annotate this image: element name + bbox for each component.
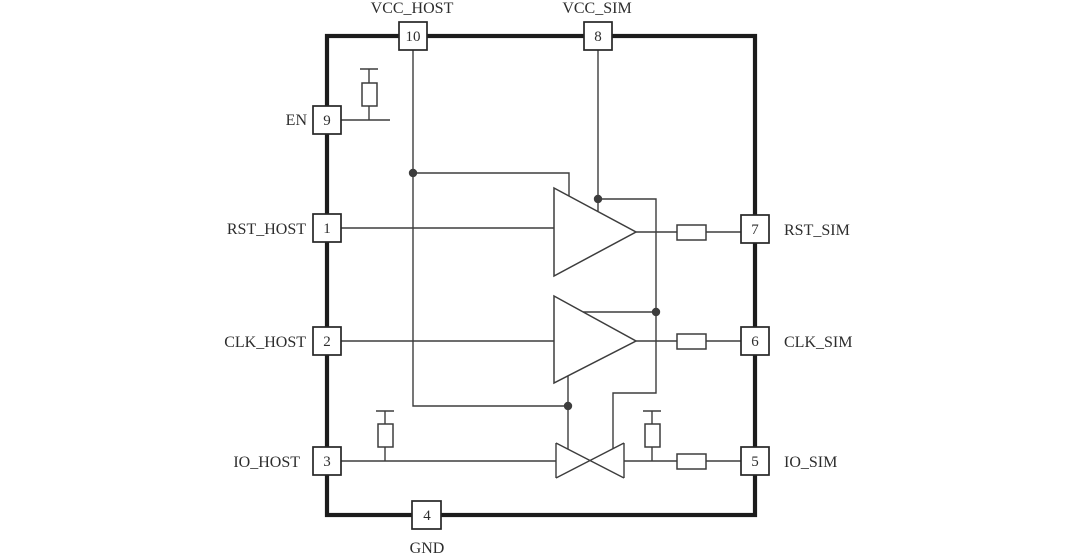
pin-box-7 — [740, 214, 770, 244]
rst-series-resistor-icon — [676, 224, 707, 241]
pin-box-3 — [312, 446, 342, 476]
pin-label-en: EN — [286, 112, 308, 129]
pin-box-1 — [312, 213, 342, 243]
rst-buffer-enable-tap-wire — [413, 172, 570, 198]
pin-number-io-sim: 5 — [751, 454, 759, 470]
pin-number-io-host: 3 — [323, 454, 331, 470]
pin-box-9 — [312, 105, 342, 135]
junction-dot-vcc-sim — [593, 194, 603, 204]
io-sim-pullup-resistor-icon — [644, 423, 661, 448]
pin-box-8 — [583, 21, 613, 51]
rst-buffer-icon — [553, 186, 638, 278]
pin-label-gnd: GND — [410, 540, 445, 555]
pin-box-6 — [740, 326, 770, 356]
pin-label-clk-host: CLK_HOST — [224, 334, 306, 351]
junction-dot-enable — [563, 401, 573, 411]
pin-number-rst-host: 1 — [323, 221, 331, 237]
pin-number-clk-host: 2 — [323, 334, 331, 350]
io-series-resistor-icon — [676, 453, 707, 470]
pin-label-rst-sim: RST_SIM — [784, 222, 850, 239]
pin-number-en: 9 — [323, 113, 331, 129]
junction-dot-clk-power — [651, 307, 661, 317]
en-pullup-resistor — [360, 68, 378, 120]
vcc-sim-rail-wire — [598, 198, 657, 449]
pin-box-5 — [740, 446, 770, 476]
vcc-host-rail-wire — [412, 50, 568, 407]
clk-buffer-icon — [553, 294, 638, 385]
pin-box-10 — [398, 21, 428, 51]
pin-box-2 — [312, 326, 342, 356]
pin-number-vcc-host: 10 — [406, 29, 421, 45]
pin-label-io-sim: IO_SIM — [784, 454, 837, 471]
pin-number-gnd: 4 — [423, 508, 431, 524]
pin-label-vcc-sim: VCC_SIM — [562, 0, 631, 17]
pin-number-vcc-sim: 8 — [594, 29, 602, 45]
pin-label-rst-host: RST_HOST — [227, 221, 306, 238]
chip-outline — [324, 33, 758, 518]
io-host-pullup-resistor-icon — [377, 423, 394, 448]
en-pullup-resistor-icon — [361, 82, 378, 107]
pin-number-rst-sim: 7 — [751, 222, 759, 238]
pin-label-clk-sim: CLK_SIM — [784, 334, 852, 351]
junction-dot-vcc-host — [408, 168, 418, 178]
pin-box-4 — [411, 500, 442, 530]
io-host-pullup-resistor — [376, 410, 394, 461]
clk-series-resistor-icon — [676, 333, 707, 350]
io-transceiver-icon — [555, 442, 625, 479]
pin-label-vcc-host: VCC_HOST — [371, 0, 454, 17]
pin-number-clk-sim: 6 — [751, 334, 759, 350]
io-sim-pullup-resistor — [643, 410, 661, 461]
pin-label-io-host: IO_HOST — [233, 454, 300, 471]
